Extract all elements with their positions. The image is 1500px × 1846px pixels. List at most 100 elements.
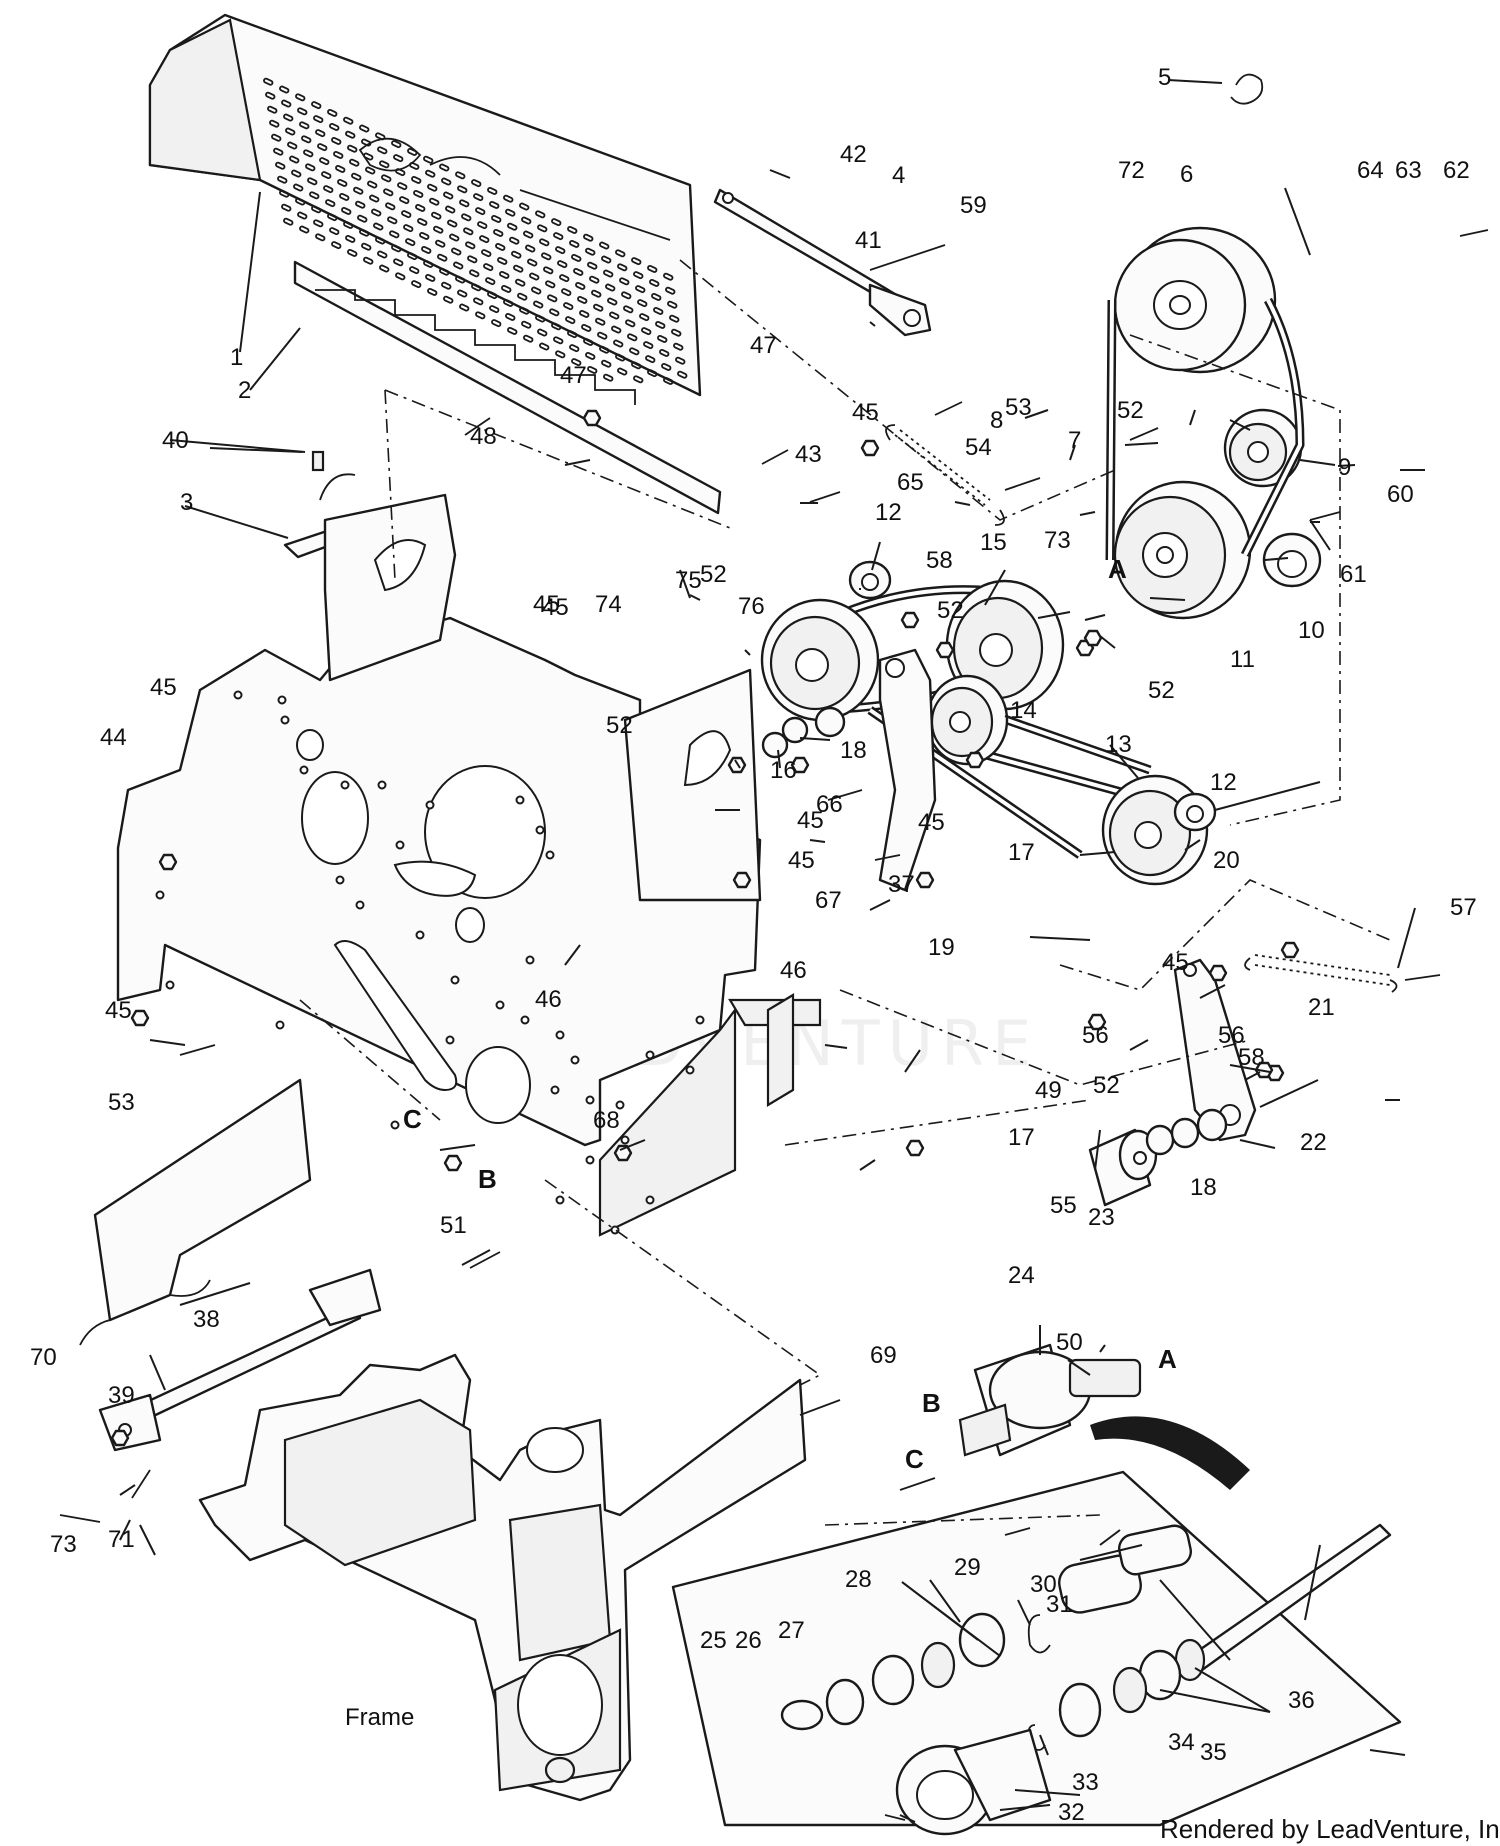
callout-number: 54 (965, 434, 992, 461)
callout-number: 47 (750, 332, 777, 359)
reference-letter: C (905, 1444, 924, 1474)
callout-number: 29 (954, 1554, 981, 1581)
pulley-14 (925, 674, 1009, 766)
callout-number: 76 (738, 593, 765, 620)
callout-number: 60 (1387, 481, 1414, 508)
callout-number: 52 (1117, 397, 1144, 424)
callout-number: 28 (845, 1566, 872, 1593)
callout-number: 53 (1005, 394, 1032, 421)
callout-number: 27 (778, 1617, 805, 1644)
callout-number: 16 (770, 757, 797, 784)
credit-line: Rendered by LeadVenture, Inc. (1160, 1814, 1500, 1844)
bushing-12-right (1173, 792, 1217, 832)
callout-number: 73 (1044, 527, 1071, 554)
callout-numbers: 1234567891011121213141516171718181920212… (30, 64, 1477, 1826)
callout-number: 51 (440, 1212, 467, 1239)
bushing-10 (1262, 532, 1322, 588)
callout-number: 73 (50, 1531, 77, 1558)
callout-number: 43 (795, 441, 822, 468)
callout-number: 52 (937, 597, 964, 624)
callout-number: 52 (1093, 1072, 1120, 1099)
callout-number: 45 (788, 847, 815, 874)
callout-number: 62 (1443, 157, 1470, 184)
callout-number: 12 (875, 499, 902, 526)
callout-number: 45 (852, 399, 879, 426)
callout-number: 69 (870, 1342, 897, 1369)
callout-number: 40 (162, 427, 189, 454)
callout-number: 6 (1180, 161, 1193, 188)
construction-lines (299, 259, 1391, 1526)
callout-number: 18 (840, 737, 867, 764)
callout-number: 67 (815, 887, 842, 914)
callout-number: 23 (1088, 1204, 1115, 1231)
pulley-left (760, 598, 880, 722)
callout-number: 74 (595, 591, 622, 618)
clutch-pulley (1113, 226, 1277, 374)
callout-number: 14 (1010, 697, 1037, 724)
callout-number: 39 (108, 1382, 135, 1409)
callout-number: 11 (1230, 646, 1255, 673)
callout-number: 45 (105, 997, 132, 1024)
callout-number: 72 (1118, 157, 1145, 184)
callout-number: 49 (1035, 1077, 1062, 1104)
callout-number: 7 (1068, 427, 1081, 454)
spindle-24 (958, 1343, 1142, 1457)
callout-number: 31 (1046, 1591, 1073, 1618)
callout-number: 45 (542, 594, 569, 621)
callout-number: 63 (1395, 157, 1422, 184)
callout-number: 52 (1148, 677, 1175, 704)
driveshaft-38 (98, 1268, 382, 1452)
callout-number: 65 (897, 469, 924, 496)
callout-number: 75 (675, 567, 702, 594)
main-chassis-plate (116, 493, 822, 1237)
callout-number: 71 (108, 1526, 135, 1553)
callout-number: 19 (928, 934, 955, 961)
callout-number: 45 (797, 807, 824, 834)
bushing-12-top (848, 560, 892, 600)
callout-number: 58 (1238, 1044, 1265, 1071)
callout-number: 2 (238, 377, 251, 404)
callout-number: 46 (535, 986, 562, 1013)
callout-number: 15 (980, 529, 1007, 556)
callout-number: 12 (1210, 769, 1237, 796)
reference-letter: B (922, 1388, 941, 1418)
callout-number: 56 (1218, 1022, 1245, 1049)
spindle-detail-box (671, 1470, 1402, 1836)
callout-number: 68 (593, 1107, 620, 1134)
callout-number: 24 (1008, 1262, 1035, 1289)
callout-number: 70 (30, 1344, 57, 1371)
swoosh-arrow (1090, 1416, 1250, 1490)
spring-8 (885, 424, 1005, 526)
bearings-18-16 (761, 706, 846, 759)
callout-number: 21 (1308, 994, 1335, 1021)
callout-number: 44 (100, 724, 127, 751)
callout-number: 38 (193, 1306, 220, 1333)
callout-number: 46 (780, 957, 807, 984)
reference-letter: A (1158, 1344, 1177, 1374)
callout-number: 32 (1058, 1799, 1085, 1826)
callout-number: 45 (533, 591, 560, 618)
reference-letter: B (478, 1164, 497, 1194)
callout-number: 10 (1298, 617, 1325, 644)
callout-number: 66 (816, 791, 843, 818)
callout-number: 13 (1105, 731, 1132, 758)
callout-number: 58 (926, 547, 953, 574)
drive-pulley-11 (1113, 480, 1252, 620)
callout-number: 5 (1158, 64, 1171, 91)
callout-number: 34 (1168, 1729, 1195, 1756)
idler-arm-37 (878, 648, 937, 892)
callout-number: 50 (1056, 1329, 1083, 1356)
reference-letter: C (403, 1104, 422, 1134)
callout-number: 35 (1200, 1739, 1227, 1766)
callout-number: 41 (855, 227, 882, 254)
callout-number: 56 (1082, 1022, 1109, 1049)
hinge-strip (293, 260, 722, 515)
callout-number: 9 (1338, 454, 1351, 481)
callout-number: 18 (1190, 1174, 1217, 1201)
callout-number: 17 (1008, 839, 1035, 866)
leader-lines (119, 79, 1425, 1823)
callout-number: 52 (700, 561, 727, 588)
callout-number: 17 (1008, 1124, 1035, 1151)
callout-number: 52 (606, 712, 633, 739)
